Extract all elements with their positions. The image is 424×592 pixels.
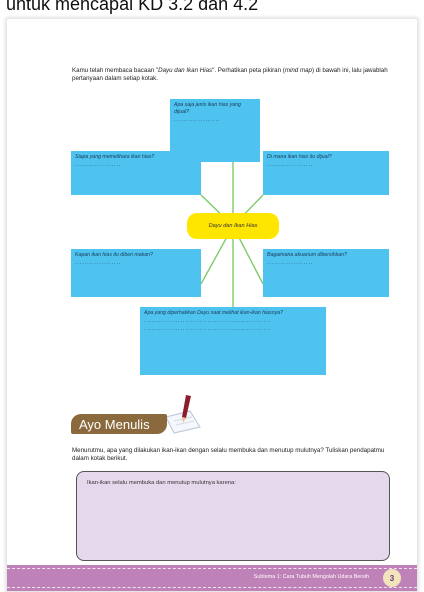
answer-line-right-lower: ................... [267,260,314,266]
book-page: Kamu telah membaca bacaan "Dayu dan Ikan… [6,18,418,592]
answer-prompt: Ikan-ikan selalu membuka dan menutup mul… [87,480,236,486]
ayo-menulis-banner: Ayo Menulis [71,414,167,434]
answer-line-top: ................... [174,117,221,123]
question-top-text: Apa saja jenis ikan hias yang dijual? [174,102,241,115]
question-left-lower-text: Kapan ikan hias itu diberi makan? [75,252,153,258]
answer-line-left-lower: ................... [75,260,122,266]
intro-text-3: ) di bawah ini, lalu jawablah pertanyaan… [72,67,388,82]
question-box-right-upper: Di mana ikan hias itu dijual? ..........… [263,151,389,195]
question-right-lower-text: Bagaimana akuarium dibersihkan? [267,252,347,258]
footer-dashed-line-top [7,568,417,569]
top-caption: untuk mencapai KD 3.2 dan 4.2 [6,0,259,14]
footer-subtheme-text: Subtema 1: Cara Tubuh Mengolah Udara Ber… [253,574,369,580]
intro-story-title: Dayu dan Ikan Hias [158,67,213,74]
question-box-bottom: Apa yang diperhatikan Dayu saat melihat … [140,307,326,375]
writing-question: Menurutmu, apa yang dilakukan ikan-ikan … [72,447,385,462]
question-right-upper-text: Di mana ikan hias itu dijual? [267,154,332,160]
answer-line-left-upper: ................... [75,162,122,168]
answer-line-bottom-2: ........................................… [144,326,271,332]
intro-paragraph: Kamu telah membaca bacaan "Dayu dan Ikan… [72,67,402,83]
question-left-upper-text: Siapa yang memelihara ikan hias? [75,154,155,160]
page-footer: Subtema 1: Cara Tubuh Mengolah Udara Ber… [7,565,417,591]
answer-line-right-upper: ................... [267,162,314,168]
question-box-left-upper: Siapa yang memelihara ikan hias? .......… [71,151,201,195]
page-number: 3 [383,569,401,587]
intro-term: mind map [284,67,312,74]
mind-map-center: Dayu dan Ikan Hias [187,213,279,239]
intro-text-1: Kamu telah membaca bacaan " [72,67,159,74]
question-box-left-lower: Kapan ikan hias itu diberi makan? ......… [71,249,201,297]
writing-paper-pencil-icon [165,395,201,434]
answer-line-bottom-1: ........................................… [144,318,271,324]
footer-dashed-line-bottom [7,587,417,588]
question-box-right-lower: Bagaimana akuarium dibersihkan? ........… [263,249,389,297]
answer-box[interactable]: Ikan-ikan selalu membuka dan menutup mul… [76,471,390,561]
question-bottom-text: Apa yang diperhatikan Dayu saat melihat … [144,310,283,316]
intro-text-2: ". Perhatikan peta pikiran ( [212,67,285,74]
